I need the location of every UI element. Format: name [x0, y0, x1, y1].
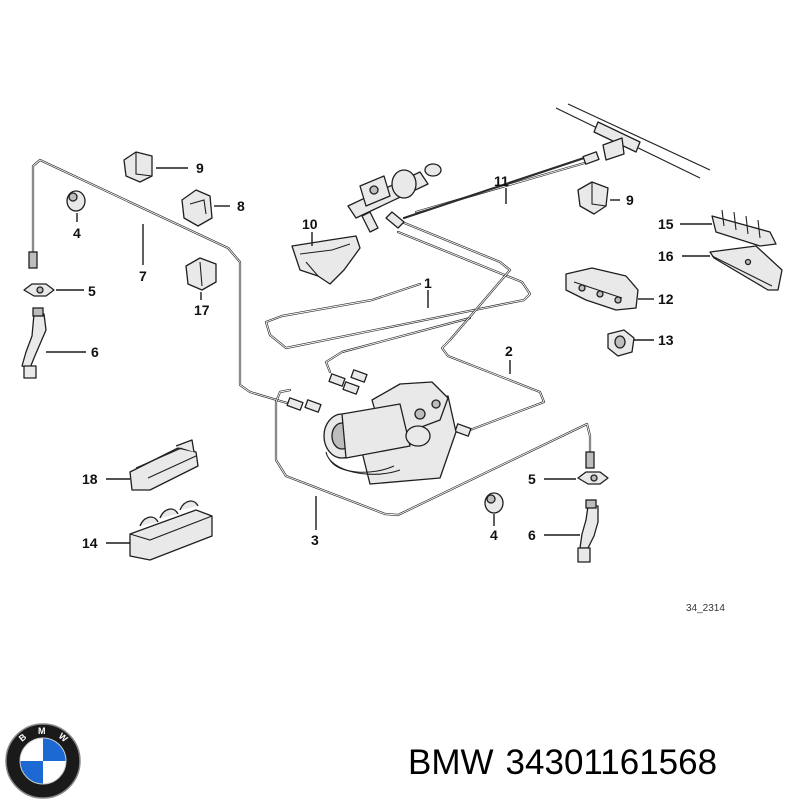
pipe-3	[274, 388, 592, 517]
pipe-11	[402, 154, 592, 220]
callout-9: 9	[196, 160, 204, 176]
frame-bar	[555, 103, 711, 179]
callout-10: 10	[302, 216, 318, 232]
callout-2: 2	[505, 343, 513, 359]
pipe-2	[400, 220, 546, 432]
part-5-clip-right	[577, 471, 609, 485]
pipe-end-fitting-right	[585, 451, 595, 469]
brand-label: BMW	[408, 743, 494, 782]
callout-17: 15	[658, 216, 674, 232]
callout-15: 14	[82, 535, 98, 551]
part-4-grommet	[66, 190, 86, 212]
callout-18: 16	[658, 248, 674, 264]
callout-5-right: 5	[528, 471, 536, 487]
callout-11: 11	[494, 173, 509, 189]
pipe-7	[31, 158, 299, 408]
diagram-reference-code: 34_2314	[686, 603, 725, 614]
part-4-grommet-right	[484, 492, 504, 514]
callout-7: 7	[139, 268, 147, 284]
callout-6: 6	[91, 344, 99, 360]
callout-13: 13	[658, 332, 674, 348]
svg-text:M: M	[38, 726, 46, 736]
callout-12: 12	[658, 291, 674, 307]
part-6-hose	[21, 307, 47, 379]
callout-16: 18	[82, 471, 98, 487]
callout-labels: 9 8 4 7 5 6 17 10 11 1 2 3 9 15 16 12 13…	[73, 160, 674, 551]
callout-4-right: 4	[490, 527, 498, 543]
part-number-footer: BMW 34301161568	[408, 738, 729, 788]
part-15-holder	[129, 500, 213, 561]
callout-4: 4	[73, 225, 81, 241]
callout-1: 1	[424, 275, 432, 291]
part-8-bracket	[181, 189, 213, 227]
part-9-clip-right	[577, 181, 609, 215]
part-5-clip	[23, 283, 55, 297]
pipe-fittings	[286, 151, 600, 437]
part-13-grommet	[607, 329, 635, 357]
valve-assembly	[347, 163, 442, 233]
callout-5: 5	[88, 283, 96, 299]
part-18-holder	[709, 245, 783, 291]
part-6-hose-right	[577, 499, 599, 563]
pipe-end-fitting-left	[28, 251, 38, 269]
part-number: 34301161568	[505, 743, 718, 782]
part-17-clip	[711, 209, 777, 247]
part-16-holder	[129, 439, 199, 491]
callout-9-right: 9	[626, 192, 634, 208]
leader-lines	[46, 167, 712, 544]
hydraulic-unit	[323, 381, 457, 485]
callout-6-right: 6	[528, 527, 536, 543]
part-14-clip	[185, 257, 217, 291]
part-9-clip	[123, 151, 153, 183]
bmw-logo: B M W	[5, 723, 81, 799]
callout-3: 3	[311, 532, 319, 548]
callout-14: 17	[194, 302, 210, 318]
part-10-bracket	[291, 235, 361, 285]
callout-8: 8	[237, 198, 245, 214]
svg-text:B: B	[17, 731, 29, 743]
pipe-1	[264, 230, 532, 374]
part-12-holder	[565, 267, 639, 311]
